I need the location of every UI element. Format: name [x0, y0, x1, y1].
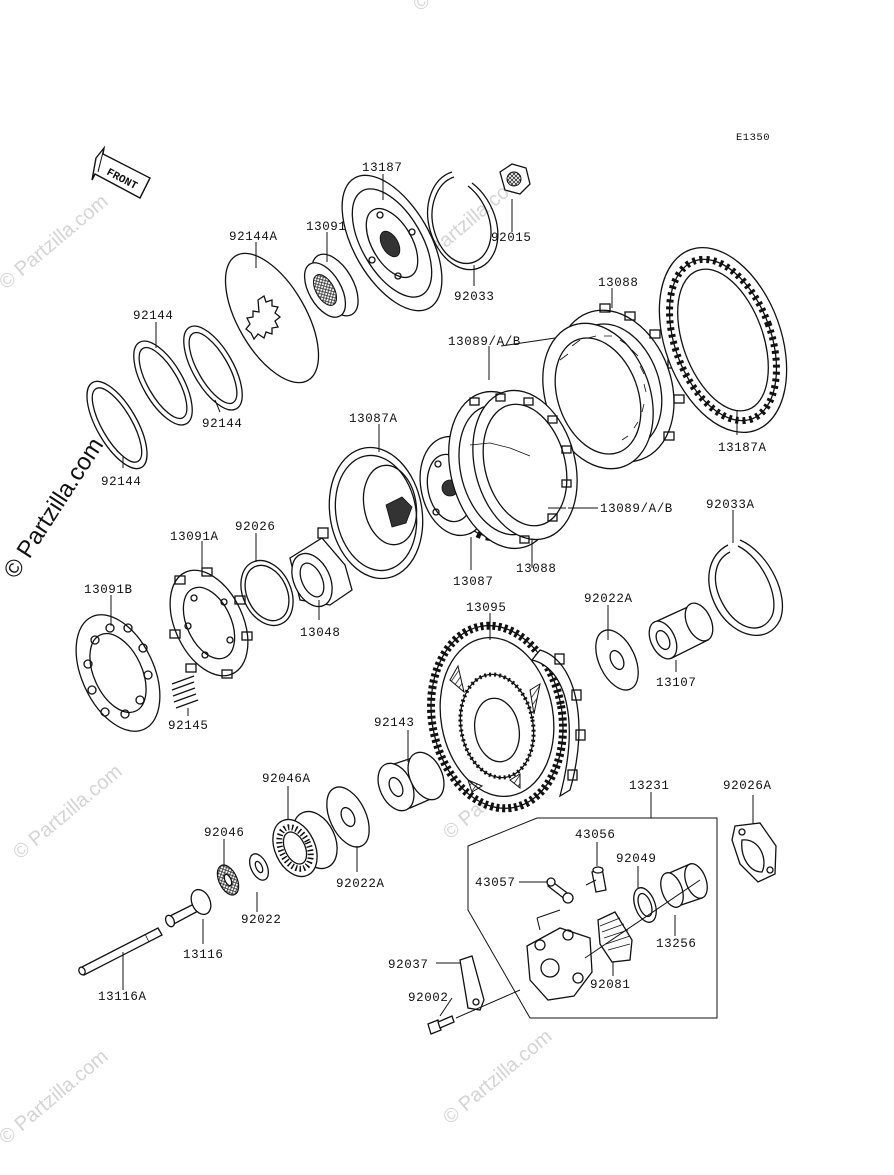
label-92144-bottom: 92144 [101, 475, 142, 489]
washer-92144-mid [133, 340, 193, 426]
sleeve-13048 [289, 527, 353, 608]
label-13087: 13087 [453, 575, 494, 589]
washer-92022 [248, 853, 270, 881]
label-13091A: 13091A [170, 530, 219, 544]
label-92046A: 92046A [262, 772, 311, 786]
piston-13256 [660, 863, 708, 908]
label-13091: 13091 [306, 220, 347, 234]
label-92033A: 92033A [706, 498, 755, 512]
washer-92022A-top [595, 629, 639, 691]
washer-92144-left [86, 380, 148, 470]
label-13256: 13256 [656, 937, 697, 951]
label-13231: 13231 [629, 779, 670, 793]
label-13107: 13107 [656, 676, 697, 690]
friction-plate-13187A [658, 246, 788, 434]
seal-92049 [633, 887, 657, 923]
label-92022A-bottom: 92022A [336, 877, 385, 891]
push-rod-13116 [164, 888, 212, 928]
label-92144-top: 92144 [133, 309, 174, 323]
label-13116: 13116 [183, 948, 224, 962]
label-92037: 92037 [388, 958, 429, 972]
clamp-92037 [459, 955, 485, 1011]
bearing-plate-13091A [169, 567, 253, 679]
label-92026: 92026 [235, 520, 276, 534]
spring-92145 [171, 675, 199, 709]
cap-43057 [546, 877, 574, 904]
label-13048: 13048 [300, 626, 341, 640]
bleeder-43056 [591, 866, 607, 893]
watermark-5: © Partzilla.com [0, 1045, 112, 1148]
label-92049: 92049 [616, 852, 657, 866]
collar-13107 [648, 602, 714, 660]
watermark-6: © Partzilla.com [439, 1025, 556, 1128]
partzilla-watermark: © Partzilla.com [0, 433, 109, 583]
part-labels: 13187 13091 92144A 92015 92033 13088 921… [84, 161, 772, 1005]
washer-92022A-bottom [326, 786, 370, 848]
label-92046: 92046 [204, 826, 245, 840]
watermark-3: © Partzilla.com [9, 760, 126, 863]
gasket-92026A [731, 822, 777, 883]
label-92022: 92022 [241, 913, 282, 927]
label-92026A: 92026A [723, 779, 772, 793]
label-92015: 92015 [491, 231, 532, 245]
label-92033: 92033 [454, 290, 495, 304]
assembly-box-13231 [467, 817, 718, 1019]
clutch-housing-13095 [427, 621, 586, 813]
watermark-1: © Partzilla.com [0, 190, 112, 293]
label-13088-top: 13088 [598, 276, 639, 290]
nut-92015 [499, 163, 531, 195]
label-13095: 13095 [466, 601, 507, 615]
front-arrow-icon: FRONT [91, 145, 151, 199]
label-92022A-top: 92022A [584, 592, 633, 606]
circlip-92033 [427, 171, 499, 271]
slave-cylinder-body [526, 927, 593, 1001]
label-13187: 13187 [362, 161, 403, 175]
label-43056: 43056 [575, 828, 616, 842]
label-13088-bottom: 13088 [516, 562, 557, 576]
leader-lines [110, 174, 754, 1019]
diagram-code: E1350 [736, 132, 770, 144]
label-92144-mid: 92144 [202, 417, 243, 431]
label-92143: 92143 [374, 716, 415, 730]
bearing-plate-13091B [75, 614, 161, 732]
bolt-92002 [427, 1015, 455, 1035]
plate-stack [448, 389, 578, 550]
label-13089-top: 13089/A/B [448, 335, 521, 349]
bearing-13091 [303, 253, 359, 318]
label-13116A: 13116A [98, 990, 147, 1004]
label-43057: 43057 [475, 876, 516, 890]
boot-92081 [597, 911, 633, 963]
spring-plate-92144A [224, 252, 320, 384]
label-92002: 92002 [408, 991, 449, 1005]
label-92144A: 92144A [229, 230, 278, 244]
clutch-hub-13087A [328, 446, 424, 580]
push-rod-13116A [78, 927, 163, 976]
label-13087A: 13087A [349, 412, 398, 426]
watermark-7: © Partzilla.com [409, 0, 526, 16]
label-92145: 92145 [168, 719, 209, 733]
washer-92144-right [183, 325, 243, 411]
label-13089-bottom: 13089/A/B [600, 502, 673, 516]
label-13091B: 13091B [84, 583, 133, 597]
label-13187A: 13187A [718, 441, 767, 455]
pressure-plate-13187 [341, 174, 443, 312]
ring-92026 [240, 559, 294, 627]
label-92081: 92081 [590, 978, 631, 992]
needle-bearing-92046A [272, 810, 338, 878]
circlip-92033A [708, 539, 784, 636]
thrust-bearing-92046 [216, 864, 240, 896]
collar-92143 [377, 751, 445, 812]
